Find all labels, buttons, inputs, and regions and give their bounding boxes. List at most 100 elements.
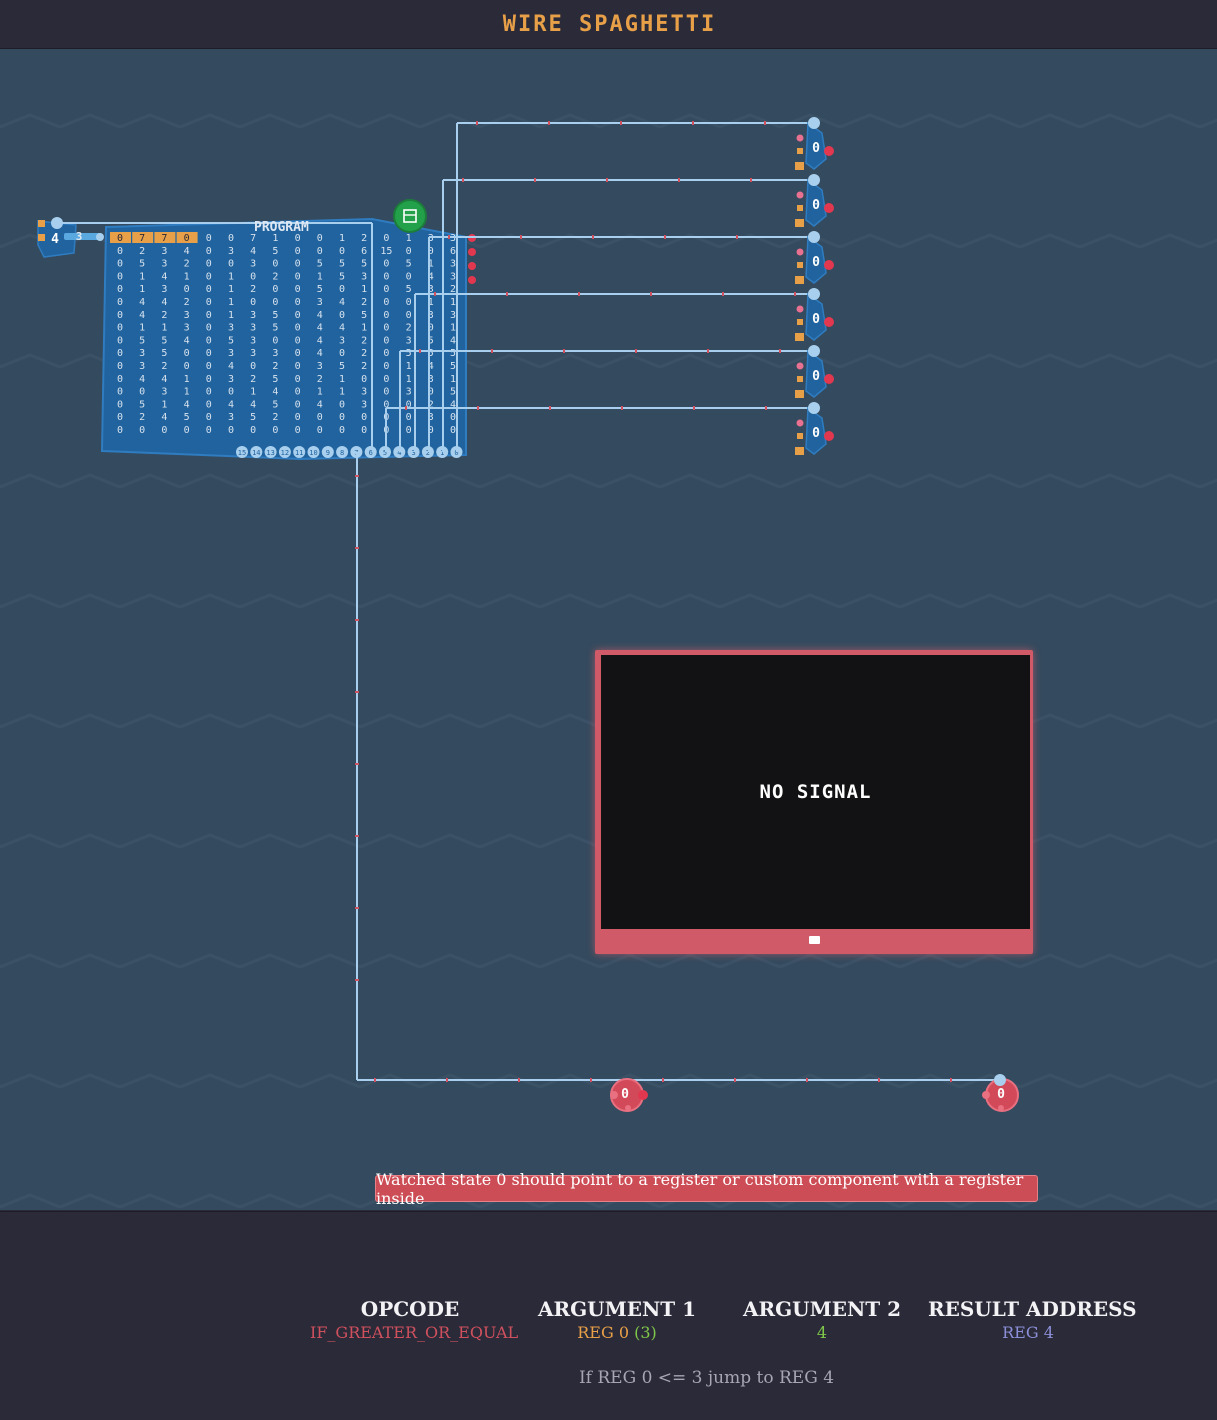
register-pin[interactable] bbox=[797, 433, 803, 439]
counter-pin-bottom[interactable] bbox=[38, 234, 45, 241]
program-cell[interactable]: 5 bbox=[317, 284, 323, 295]
register[interactable] bbox=[795, 117, 834, 170]
program-cell[interactable]: 0 bbox=[117, 233, 123, 244]
register-pin[interactable] bbox=[795, 276, 804, 284]
program-cell[interactable]: 1 bbox=[228, 284, 234, 295]
program-cell[interactable]: 0 bbox=[339, 412, 345, 423]
program-cell[interactable]: 0 bbox=[383, 374, 389, 385]
program-cell[interactable]: 0 bbox=[228, 233, 234, 244]
program-cell[interactable]: 0 bbox=[206, 374, 212, 385]
program-cell[interactable]: 0 bbox=[295, 374, 301, 385]
program-cell[interactable]: 0 bbox=[206, 297, 212, 308]
program-cell[interactable]: 0 bbox=[184, 348, 190, 359]
program-cell[interactable]: 3 bbox=[250, 335, 256, 346]
register-pin[interactable] bbox=[795, 447, 804, 455]
program-cell[interactable]: 1 bbox=[317, 387, 323, 398]
program-cell[interactable]: 2 bbox=[184, 259, 190, 270]
program-cell[interactable]: 0 bbox=[450, 425, 456, 436]
program-cell[interactable]: 0 bbox=[184, 284, 190, 295]
program-cell[interactable]: 0 bbox=[295, 259, 301, 270]
program-cell[interactable]: 0 bbox=[117, 284, 123, 295]
program-cell[interactable]: 0 bbox=[383, 361, 389, 372]
program-cell[interactable]: 3 bbox=[317, 297, 323, 308]
register-input-pin[interactable] bbox=[808, 174, 820, 186]
program-cell[interactable]: 2 bbox=[406, 323, 412, 334]
register-pin[interactable] bbox=[796, 419, 804, 427]
register-output-pin[interactable] bbox=[824, 317, 834, 327]
program-cell[interactable]: 0 bbox=[295, 387, 301, 398]
program-cell[interactable]: 1 bbox=[161, 323, 167, 334]
program-cell[interactable]: 5 bbox=[161, 335, 167, 346]
program-cell[interactable]: 3 bbox=[339, 335, 345, 346]
program-cell[interactable]: 3 bbox=[228, 412, 234, 423]
program-cell[interactable]: 5 bbox=[228, 335, 234, 346]
register-pin[interactable] bbox=[795, 219, 804, 227]
program-cell[interactable]: 4 bbox=[228, 361, 234, 372]
program-cell[interactable]: 6 bbox=[450, 246, 456, 257]
program-cell[interactable]: 1 bbox=[228, 310, 234, 321]
program-cell[interactable]: 0 bbox=[317, 425, 323, 436]
program-cell[interactable]: 15 bbox=[380, 246, 392, 257]
bottom-component-a[interactable] bbox=[610, 1078, 648, 1112]
program-cell[interactable]: 0 bbox=[339, 348, 345, 359]
program-cell[interactable]: 5 bbox=[406, 284, 412, 295]
program-cell[interactable]: 0 bbox=[184, 361, 190, 372]
program-cell[interactable]: 2 bbox=[139, 246, 145, 257]
program-cell[interactable]: 3 bbox=[428, 412, 434, 423]
program-cell[interactable]: 0 bbox=[206, 271, 212, 282]
program-pin[interactable]: 8 bbox=[336, 446, 349, 458]
program-cell[interactable]: 0 bbox=[295, 348, 301, 359]
program-cell[interactable]: 2 bbox=[139, 412, 145, 423]
register[interactable] bbox=[795, 288, 834, 341]
program-cell[interactable]: 4 bbox=[317, 335, 323, 346]
program-cell[interactable]: 3 bbox=[161, 284, 167, 295]
program-cell[interactable]: 0 bbox=[383, 310, 389, 321]
program-cell[interactable]: 1 bbox=[406, 361, 412, 372]
program-cell[interactable]: 4 bbox=[184, 335, 190, 346]
program-cell[interactable]: 1 bbox=[139, 284, 145, 295]
bottom-component-b[interactable] bbox=[982, 1074, 1019, 1112]
program-cell[interactable]: 0 bbox=[295, 246, 301, 257]
program-cell[interactable]: 0 bbox=[117, 310, 123, 321]
program-cell[interactable]: 0 bbox=[250, 361, 256, 372]
program-cell[interactable]: 0 bbox=[206, 412, 212, 423]
program-cell[interactable]: 1 bbox=[161, 399, 167, 410]
program-cell[interactable]: 3 bbox=[450, 271, 456, 282]
program-cell[interactable]: 0 bbox=[206, 361, 212, 372]
watch-icon[interactable] bbox=[393, 199, 427, 233]
program-cell[interactable]: 5 bbox=[339, 259, 345, 270]
program-cell[interactable]: 5 bbox=[184, 412, 190, 423]
program-cell[interactable]: 4 bbox=[317, 323, 323, 334]
program-output-dot[interactable] bbox=[468, 276, 476, 284]
program-cell[interactable]: 0 bbox=[272, 259, 278, 270]
program-cell[interactable]: 4 bbox=[450, 399, 456, 410]
program-cell[interactable]: 0 bbox=[184, 425, 190, 436]
program-cell[interactable]: 5 bbox=[406, 259, 412, 270]
program-cell[interactable]: 2 bbox=[317, 374, 323, 385]
program-cell[interactable]: 4 bbox=[161, 297, 167, 308]
program-cell[interactable]: 5 bbox=[428, 335, 434, 346]
monitor[interactable]: NO SIGNAL bbox=[595, 650, 1033, 954]
program-cell[interactable]: 0 bbox=[295, 425, 301, 436]
program-cell[interactable]: 0 bbox=[250, 425, 256, 436]
program-cell[interactable]: 3 bbox=[428, 374, 434, 385]
program-cell[interactable]: 0 bbox=[206, 246, 212, 257]
program-cell[interactable]: 0 bbox=[317, 412, 323, 423]
program-cell[interactable]: 1 bbox=[228, 271, 234, 282]
program-cell[interactable]: 4 bbox=[272, 387, 278, 398]
program-cell[interactable]: 0 bbox=[295, 310, 301, 321]
program-cell[interactable]: 3 bbox=[228, 323, 234, 334]
program-cell[interactable]: 3 bbox=[361, 399, 367, 410]
program-cell[interactable]: 0 bbox=[383, 297, 389, 308]
program-cell[interactable]: 1 bbox=[450, 297, 456, 308]
program-cell[interactable]: 0 bbox=[295, 284, 301, 295]
program-cell[interactable]: 0 bbox=[383, 233, 389, 244]
program-cell[interactable]: 1 bbox=[450, 323, 456, 334]
register-input-pin[interactable] bbox=[808, 402, 820, 414]
program-cell[interactable]: 0 bbox=[383, 335, 389, 346]
program-cell[interactable]: 0 bbox=[383, 259, 389, 270]
program-cell[interactable]: 2 bbox=[272, 412, 278, 423]
program-cell[interactable]: 0 bbox=[295, 399, 301, 410]
program-cell[interactable]: 2 bbox=[361, 233, 367, 244]
program-cell[interactable]: 5 bbox=[139, 399, 145, 410]
